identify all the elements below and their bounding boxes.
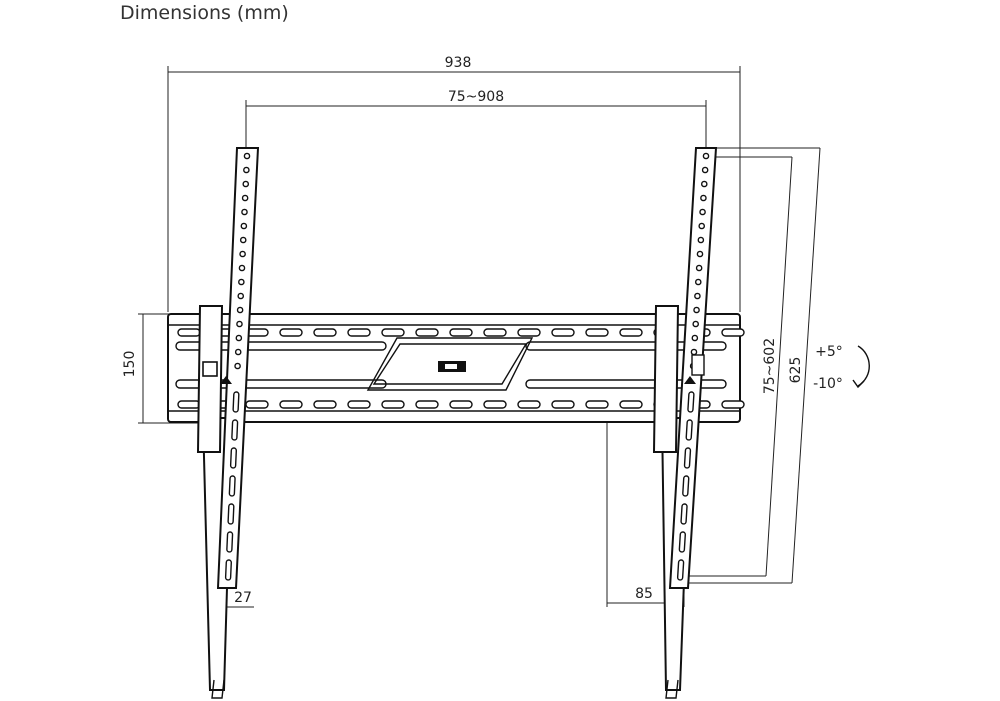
arm-hole xyxy=(239,236,247,244)
vesa-height-label: 75~602 xyxy=(762,338,778,394)
plate-slot xyxy=(449,400,473,409)
arm-slot xyxy=(685,419,693,441)
plate-slot xyxy=(721,328,745,337)
arm-hole xyxy=(235,334,243,342)
arm-hole xyxy=(690,348,698,356)
arm-hole xyxy=(692,320,699,328)
arm-hole xyxy=(700,180,708,188)
arm-hole xyxy=(700,194,707,202)
overall-height-label: 625 xyxy=(788,357,804,384)
arm-slot xyxy=(231,419,239,441)
arm-slot xyxy=(224,559,232,581)
plate-slot xyxy=(177,328,201,337)
arm-hole xyxy=(702,152,710,160)
arm-hole xyxy=(694,292,701,300)
wall-gap-label: 85 xyxy=(635,586,653,602)
plate-slot xyxy=(517,400,541,409)
arm-hole xyxy=(693,306,700,314)
plate-height-label: 150 xyxy=(122,351,138,378)
plate-slot xyxy=(585,400,609,409)
plate-slot xyxy=(619,328,643,337)
arm-hole xyxy=(237,292,245,300)
arm-hole xyxy=(239,250,246,258)
tilt-arrow-icon xyxy=(857,345,870,387)
plate-slot xyxy=(551,328,575,337)
arm-slot xyxy=(687,391,695,413)
arm-slot xyxy=(678,531,686,553)
plate-slot xyxy=(551,400,575,409)
arm-slot xyxy=(680,503,688,525)
arm-hole xyxy=(699,208,706,216)
plate-slot xyxy=(449,328,473,337)
arm-slot xyxy=(232,391,240,413)
plate-slot xyxy=(347,400,371,409)
vesa-width-dimension: 75~908 xyxy=(245,89,707,150)
diagram-title: Dimensions (mm) xyxy=(120,2,289,24)
arm-depth-label: 27 xyxy=(234,590,252,606)
arm-slot xyxy=(229,447,238,469)
plate-slot xyxy=(483,400,507,409)
plate-slot xyxy=(381,400,405,409)
tilt-up-label: +5° xyxy=(815,344,843,360)
plate-slot xyxy=(517,328,541,337)
plate-slot xyxy=(415,328,439,337)
arm-hole xyxy=(236,320,243,328)
arm-slot xyxy=(226,531,234,553)
tilt-indicator: +5° -10° xyxy=(813,344,870,392)
arm-hole xyxy=(691,334,699,342)
arm-hole xyxy=(240,222,248,230)
tilt-down-label: -10° xyxy=(813,376,843,392)
plate-slot xyxy=(415,400,439,409)
arm-hole xyxy=(238,278,245,286)
arm-hole xyxy=(696,250,704,258)
arm-slot xyxy=(228,475,236,497)
arm-hole xyxy=(243,166,250,174)
overall-width-label: 938 xyxy=(445,55,472,71)
plate-slot xyxy=(279,328,303,337)
width-dimension: 938 xyxy=(167,55,741,312)
arm-hole xyxy=(243,152,251,160)
right-mounting-arm xyxy=(652,147,718,699)
plate-slot xyxy=(177,400,201,409)
plate-slot xyxy=(313,328,337,337)
arm-hole xyxy=(234,348,242,356)
plate-slot xyxy=(313,400,337,409)
plate-slot xyxy=(721,400,745,409)
plate-slot xyxy=(381,328,405,337)
arm-hole xyxy=(241,194,249,202)
arm-hole xyxy=(695,264,703,272)
arm-hole xyxy=(236,306,244,314)
plate-slot xyxy=(483,328,507,337)
arm-hole xyxy=(694,278,702,286)
arm-hole xyxy=(242,180,250,188)
plate-slot xyxy=(619,400,643,409)
arm-slot xyxy=(682,475,690,497)
arm-hole xyxy=(241,208,248,216)
plate-slot xyxy=(279,400,303,409)
plate-slot xyxy=(347,328,371,337)
vesa-width-label: 75~908 xyxy=(448,89,504,105)
arm-slot xyxy=(683,447,692,469)
arm-slot xyxy=(227,503,235,525)
arm-hole xyxy=(698,222,706,230)
arm-hole xyxy=(701,166,709,174)
left-mounting-arm xyxy=(196,147,260,699)
arm-slot xyxy=(676,559,685,581)
arm-hole xyxy=(697,236,705,244)
plate-slot xyxy=(585,328,609,337)
plate-slot xyxy=(245,400,269,409)
arm-hole xyxy=(234,362,241,370)
vesa-height-dimension: 75~602 xyxy=(686,156,793,577)
arm-hole xyxy=(238,264,246,272)
overall-height-dimension: 625 xyxy=(686,147,821,584)
